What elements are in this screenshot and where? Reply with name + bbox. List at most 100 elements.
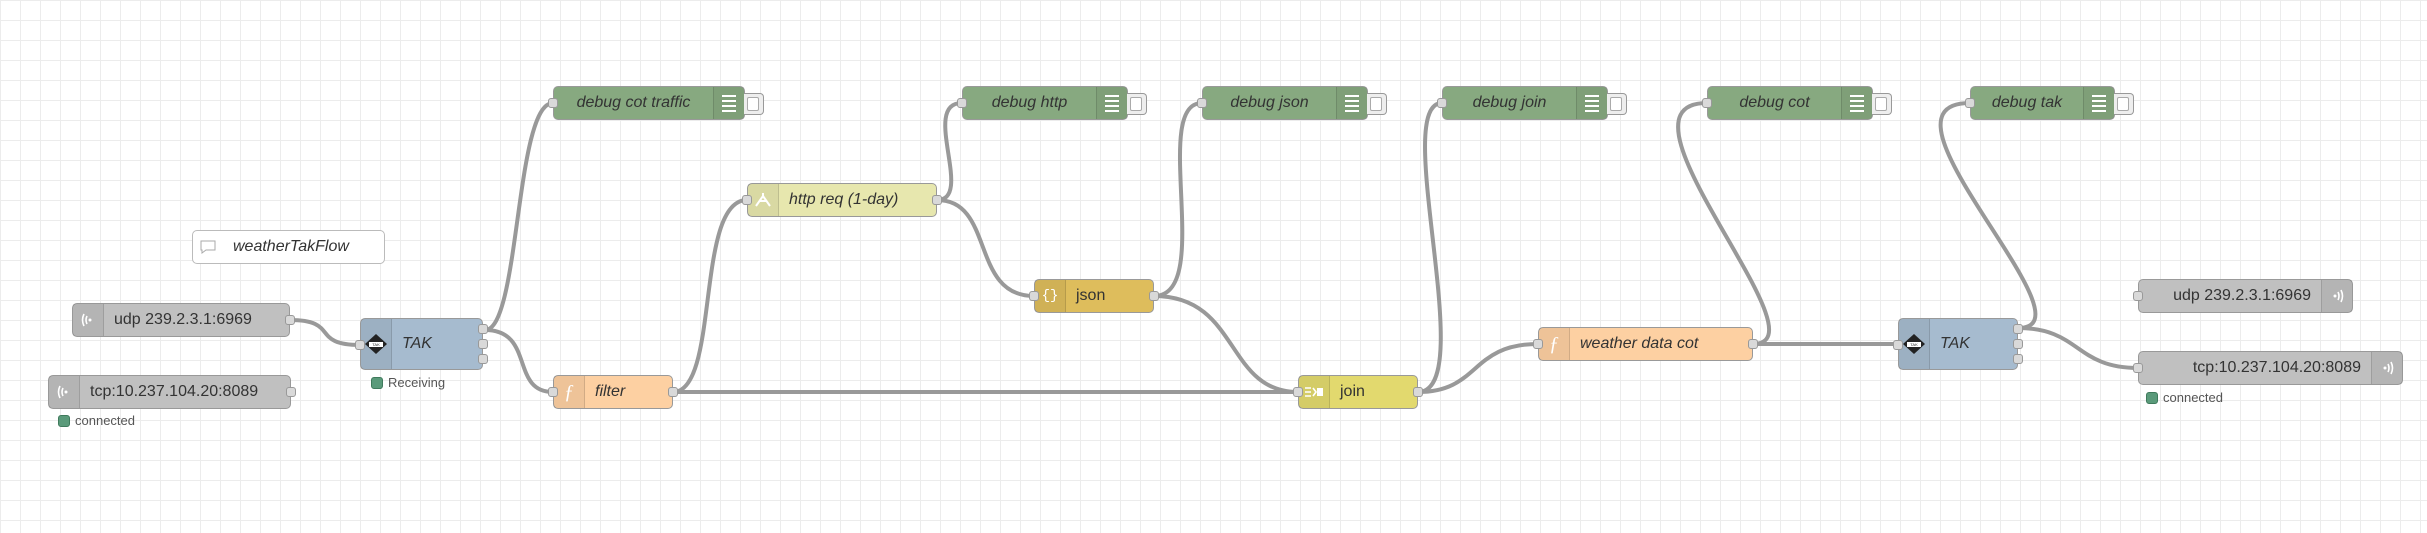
list-lines-icon <box>1096 87 1127 119</box>
output-port[interactable] <box>668 387 678 397</box>
input-port[interactable] <box>1702 98 1712 108</box>
tak-left-node[interactable]: TAK TAK <box>355 318 488 370</box>
input-port[interactable] <box>1197 98 1207 108</box>
input-port[interactable] <box>2133 363 2143 373</box>
input-port[interactable] <box>1293 387 1303 397</box>
wifi-signal-icon <box>2321 280 2352 312</box>
debug-toggle-button[interactable] <box>2114 93 2134 115</box>
udp-in-label: udp 239.2.3.1:6969 <box>114 311 252 328</box>
output-port-3[interactable] <box>478 354 488 364</box>
svg-text:TAK: TAK <box>372 342 380 347</box>
wire-tak-to-debug-tak[interactable] <box>1938 101 2038 330</box>
output-port[interactable] <box>286 387 296 397</box>
comment-label: weatherTakFlow <box>233 238 349 255</box>
debug-toggle-button[interactable] <box>1367 93 1387 115</box>
wire-weather-cot-to-debug-cot[interactable] <box>1676 101 1771 346</box>
wire-tak-to-tcp-out[interactable] <box>2017 326 2139 370</box>
output-port-1[interactable] <box>478 324 488 334</box>
debug-tak-node[interactable]: debug tak <box>1965 86 2134 120</box>
wire-tak-to-debug-cot-traffic[interactable] <box>484 101 554 332</box>
output-port[interactable] <box>1149 291 1159 301</box>
output-port-3[interactable] <box>2013 354 2023 364</box>
wire-join-to-debug-join[interactable] <box>1417 101 1443 394</box>
tcp-in-label: tcp:10.237.104.20:8089 <box>90 383 259 400</box>
status-dot <box>58 414 70 427</box>
function-icon: ƒ <box>1539 328 1570 360</box>
input-port[interactable] <box>1893 340 1903 350</box>
input-port[interactable] <box>742 195 752 205</box>
debug-tak-label: debug tak <box>1991 94 2063 111</box>
join-label: join <box>1340 383 1365 400</box>
output-port[interactable] <box>285 315 295 325</box>
tcp-in-status: connected <box>58 413 135 428</box>
debug-toggle-button[interactable] <box>744 93 764 115</box>
udp-out-node[interactable]: udp 239.2.3.1:6969 <box>2133 279 2353 313</box>
filter-node[interactable]: ƒ filter <box>548 375 678 409</box>
output-port-2[interactable] <box>2013 339 2023 349</box>
debug-cot-traffic-label: debug cot traffic <box>576 94 691 111</box>
wire-filter-to-http[interactable] <box>672 198 748 394</box>
status-dot <box>2146 391 2158 404</box>
input-port[interactable] <box>548 387 558 397</box>
wire-json-to-debug-json[interactable] <box>1153 101 1203 298</box>
wire-http-to-json[interactable] <box>936 198 1035 298</box>
http-request-node[interactable]: http req (1-day) <box>742 183 942 217</box>
debug-http-node[interactable]: debug http <box>957 86 1147 120</box>
wifi-signal-icon <box>2371 352 2402 384</box>
wire-udp-to-tak[interactable] <box>289 318 361 347</box>
debug-toggle-button[interactable] <box>1127 93 1147 115</box>
debug-http-label: debug http <box>991 94 1068 111</box>
wifi-signal-icon <box>49 376 80 408</box>
tak-logo-icon: TAK <box>361 319 392 369</box>
tcp-out-label: tcp:10.237.104.20:8089 <box>2192 359 2361 376</box>
join-node[interactable]: join <box>1293 375 1423 409</box>
http-request-label: http req (1-day) <box>789 191 899 208</box>
udp-in-node[interactable]: udp 239.2.3.1:6969 <box>72 303 295 337</box>
debug-cot-node[interactable]: debug cot <box>1702 86 1892 120</box>
wifi-signal-icon <box>73 304 104 336</box>
wire-http-to-debug-http[interactable] <box>936 101 963 202</box>
debug-join-node[interactable]: debug join <box>1437 86 1627 120</box>
comment-icon <box>193 240 223 254</box>
output-port[interactable] <box>1748 339 1758 349</box>
debug-toggle-button[interactable] <box>1607 93 1627 115</box>
tak-right-label: TAK <box>1940 335 1970 352</box>
input-port[interactable] <box>2133 291 2143 301</box>
wire-json-to-join[interactable] <box>1153 294 1299 394</box>
list-lines-icon <box>1336 87 1367 119</box>
output-port[interactable] <box>1413 387 1423 397</box>
output-port-2[interactable] <box>478 339 488 349</box>
input-port[interactable] <box>1029 291 1039 301</box>
input-port[interactable] <box>548 98 558 108</box>
output-port-1[interactable] <box>2013 324 2023 334</box>
http-request-icon <box>748 184 779 216</box>
debug-toggle-button[interactable] <box>1872 93 1892 115</box>
wire-join-to-weather-cot[interactable] <box>1417 342 1539 394</box>
weather-data-cot-node[interactable]: ƒ weather data cot <box>1533 327 1758 361</box>
tcp-in-node[interactable]: tcp:10.237.104.20:8089 <box>48 375 296 409</box>
tak-logo-icon: TAK <box>1899 319 1930 369</box>
comment-node[interactable]: weatherTakFlow <box>192 230 385 264</box>
join-icon <box>1299 376 1330 408</box>
input-port[interactable] <box>957 98 967 108</box>
tcp-out-node[interactable]: tcp:10.237.104.20:8089 <box>2133 351 2403 385</box>
input-port[interactable] <box>355 340 365 350</box>
debug-cot-label: debug cot <box>1739 94 1810 111</box>
status-text: Receiving <box>388 375 446 390</box>
input-port[interactable] <box>1533 339 1543 349</box>
tcp-out-status: connected <box>2146 390 2223 405</box>
debug-cot-traffic-node[interactable]: debug cot traffic <box>548 86 764 120</box>
input-port[interactable] <box>1965 98 1975 108</box>
json-braces-icon: {} <box>1035 280 1066 312</box>
json-node[interactable]: {} json <box>1029 279 1159 313</box>
function-icon: ƒ <box>554 376 585 408</box>
tak-right-node[interactable]: TAK TAK <box>1893 318 2023 370</box>
filter-label: filter <box>595 383 626 400</box>
input-port[interactable] <box>1437 98 1447 108</box>
output-port[interactable] <box>932 195 942 205</box>
wire-tak-to-filter[interactable] <box>484 328 554 394</box>
udp-out-label: udp 239.2.3.1:6969 <box>2173 287 2311 304</box>
debug-json-node[interactable]: debug json <box>1197 86 1387 120</box>
status-text: connected <box>75 413 135 428</box>
